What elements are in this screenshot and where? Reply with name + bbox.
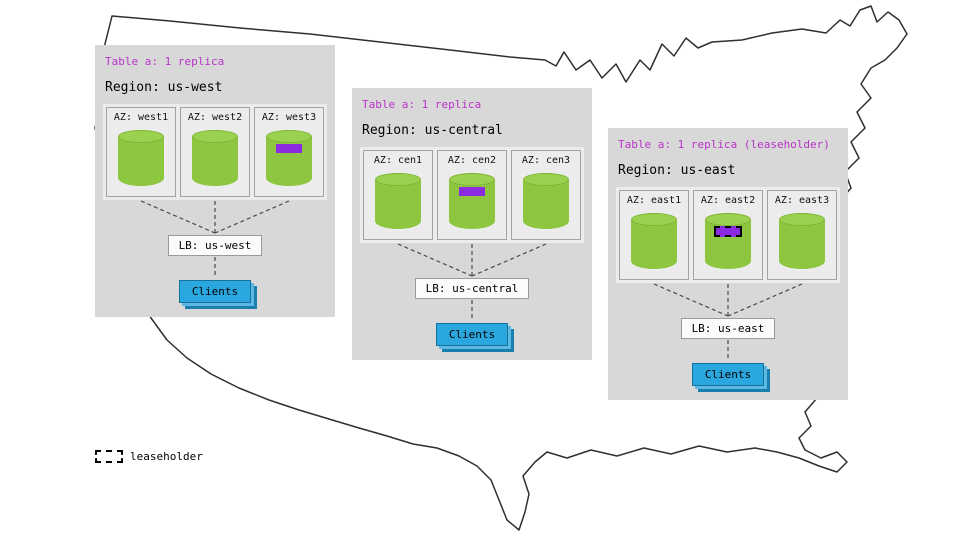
az-label: AZ: west2 <box>187 112 243 123</box>
az-label: AZ: cen3 <box>521 155 571 166</box>
az-box: AZ: cen2 <box>437 150 507 240</box>
db-cylinder <box>523 173 569 229</box>
az-box: AZ: west1 <box>106 107 176 197</box>
load-balancer-box: LB: us-east <box>680 318 776 339</box>
replica-marker <box>459 187 485 196</box>
az-box: AZ: east2 <box>693 190 763 280</box>
db-cylinder <box>375 173 421 229</box>
az-label: AZ: east3 <box>774 195 830 206</box>
az-to-lb-connector <box>140 200 290 234</box>
region-card-us-central: Table a: 1 replica Region: us-central AZ… <box>352 88 592 360</box>
leaseholder-swatch-icon <box>95 450 123 463</box>
az-box: AZ: cen3 <box>511 150 581 240</box>
az-label: AZ: east1 <box>626 195 682 206</box>
az-box: AZ: east3 <box>767 190 837 280</box>
az-panel: AZ: west1 AZ: west2 AZ: west3 <box>103 104 327 200</box>
az-label: AZ: west1 <box>113 112 169 123</box>
db-cylinder <box>192 130 238 186</box>
region-card-us-west: Table a: 1 replica Region: us-west AZ: w… <box>95 45 335 317</box>
db-cylinder <box>266 130 312 186</box>
lb-to-clients-connector <box>727 340 729 360</box>
region-label: Region: us-west <box>105 80 223 95</box>
db-cylinder <box>631 213 677 269</box>
region-label: Region: us-central <box>362 123 503 138</box>
az-to-lb-connector <box>653 283 803 317</box>
region-label: Region: us-east <box>618 163 736 178</box>
legend-label: leaseholder <box>130 450 203 463</box>
load-balancer-box: LB: us-central <box>414 278 530 299</box>
az-box: AZ: east1 <box>619 190 689 280</box>
db-cylinder <box>449 173 495 229</box>
db-cylinder <box>779 213 825 269</box>
table-replica-title: Table a: 1 replica <box>105 55 225 68</box>
lb-to-clients-connector <box>471 300 473 320</box>
clients-box: Clients <box>435 323 509 346</box>
clients-box: Clients <box>691 363 765 386</box>
az-label: AZ: east2 <box>700 195 756 206</box>
az-box: AZ: cen1 <box>363 150 433 240</box>
replica-marker <box>276 144 302 153</box>
az-panel: AZ: east1 AZ: east2 AZ: east3 <box>616 187 840 283</box>
lb-to-clients-connector <box>214 257 216 277</box>
load-balancer-box: LB: us-west <box>167 235 263 256</box>
clients-box: Clients <box>178 280 252 303</box>
az-to-lb-connector <box>397 243 547 277</box>
table-replica-title: Table a: 1 replica <box>362 98 482 111</box>
az-panel: AZ: cen1 AZ: cen2 AZ: cen3 <box>360 147 584 243</box>
az-box: AZ: west3 <box>254 107 324 197</box>
az-box: AZ: west2 <box>180 107 250 197</box>
leaseholder-marker <box>714 226 742 237</box>
db-cylinder <box>705 213 751 269</box>
az-label: AZ: cen2 <box>447 155 497 166</box>
legend: leaseholder <box>95 450 203 463</box>
db-cylinder <box>118 130 164 186</box>
region-card-us-east: Table a: 1 replica (leaseholder) Region:… <box>608 128 848 400</box>
az-label: AZ: west3 <box>261 112 317 123</box>
az-label: AZ: cen1 <box>373 155 423 166</box>
table-replica-title: Table a: 1 replica (leaseholder) <box>618 138 830 151</box>
